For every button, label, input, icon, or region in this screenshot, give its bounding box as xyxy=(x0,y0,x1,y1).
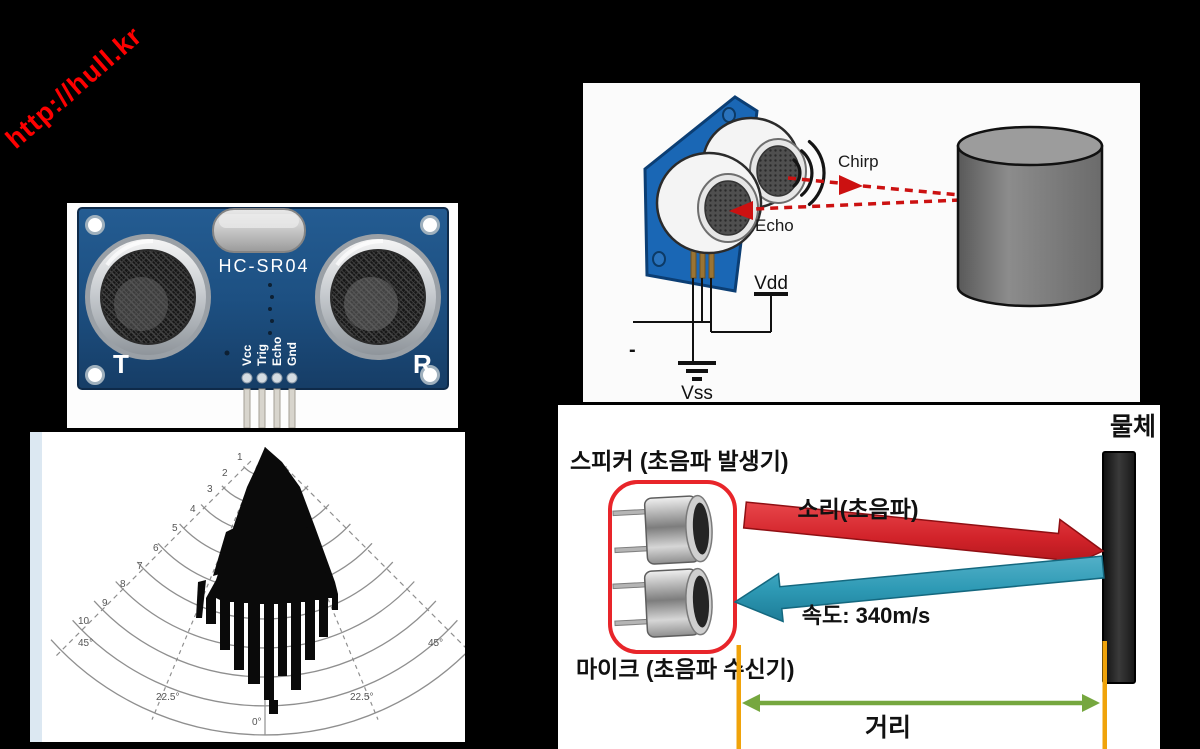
speaker-transducer xyxy=(612,494,713,565)
angle-label-right-45: 45° xyxy=(428,638,443,649)
chirp-label: Chirp xyxy=(838,152,879,171)
sensor-photo-panel: HC-SR04 Vcc Trig Echo Gnd T R xyxy=(67,203,458,428)
ring-label: 3 xyxy=(207,484,213,495)
via-dots xyxy=(224,283,274,356)
beam-pattern-panel: 1 2 3 4 5 6 7 8 9 10 45° 45° 22.5° 22.5°… xyxy=(30,432,465,742)
sensor-photo-drawing: HC-SR04 Vcc Trig Echo Gnd T R xyxy=(77,207,449,428)
minus-label: - xyxy=(629,339,636,361)
pin xyxy=(273,388,281,428)
ring-label: 6 xyxy=(153,543,159,554)
receiver-transducer xyxy=(315,234,441,360)
pin xyxy=(612,508,648,517)
pin-label-vcc: Vcc xyxy=(240,344,254,366)
ring-label: 2 xyxy=(222,468,228,479)
screw-hole-icon xyxy=(420,365,440,385)
circuit-wires xyxy=(633,278,772,363)
pin-label-gnd: Gnd xyxy=(285,342,299,366)
chirp-arrow xyxy=(787,175,961,197)
transducer-bottom xyxy=(655,151,763,255)
transmitter-label: T xyxy=(113,349,129,379)
speed-arrow xyxy=(733,555,1105,623)
speaker-label: 스피커 (초음파 발생기) xyxy=(570,448,789,474)
crystal-highlight xyxy=(219,214,299,228)
board-model-label: HC-SR04 xyxy=(218,256,309,276)
screw-holes xyxy=(85,215,440,385)
beam-lobe xyxy=(206,447,338,700)
transmitter-transducer xyxy=(85,234,211,360)
pin-label-trig: Trig xyxy=(255,344,269,366)
pin xyxy=(288,388,296,428)
ring-label: 7 xyxy=(137,561,143,572)
angle-label-left-45: 45° xyxy=(78,638,93,649)
ring-label: 8 xyxy=(120,579,126,590)
chirp-diagram-panel: Chirp Echo Vdd Vss - xyxy=(583,83,1140,402)
scan-edge-tint xyxy=(30,432,42,742)
vdd-label: Vdd xyxy=(754,273,788,294)
receiver-label: R xyxy=(413,349,432,379)
transducer-pair-outline xyxy=(608,480,737,654)
angle-label-center: 0° xyxy=(252,717,262,728)
pin-label-echo: Echo xyxy=(270,337,284,366)
ring-label: 5 xyxy=(172,523,178,534)
distance-diagram-drawing: 물체 스피커 (초음파 발생기) 마이크 (초음파 수신기) 소리(초음파) 속… xyxy=(570,413,1156,749)
object-label: 물체 xyxy=(1110,413,1156,441)
vss-label: Vss xyxy=(681,383,713,402)
angle-label-left-225: 22.5° xyxy=(156,692,179,703)
watermark-text: http://hull.kr xyxy=(0,20,148,155)
sound-wave-arcs-icon xyxy=(792,140,826,206)
angle-labels: 45° 45° 22.5° 22.5° 0° xyxy=(78,638,443,728)
site-watermark: http://hull.kr xyxy=(0,20,148,155)
ring-label: 9 xyxy=(102,598,108,609)
distance-marker-right xyxy=(1102,641,1107,749)
sensor-pins xyxy=(243,388,296,428)
sound-label: 소리(초음파) xyxy=(797,496,918,522)
ring-labels: 1 2 3 4 5 6 7 8 9 10 xyxy=(78,452,243,627)
ring-label: 4 xyxy=(190,504,196,515)
angle-label-right-225: 22.5° xyxy=(350,692,373,703)
mic-label: 마이크 (초음파 수신기) xyxy=(576,656,795,682)
ring-label: 1 xyxy=(237,452,243,463)
board-hole-icon xyxy=(652,251,666,267)
target-cylinder xyxy=(956,125,1104,308)
distance-diagram-panel: 물체 스피커 (초음파 발생기) 마이크 (초음파 수신기) 소리(초음파) 속… xyxy=(558,405,1160,749)
vdd-symbol: Vdd xyxy=(754,273,788,296)
distance-arrow xyxy=(742,694,1100,712)
screw-hole-icon xyxy=(85,215,105,235)
ring-label: 10 xyxy=(78,616,90,627)
screw-hole-icon xyxy=(420,215,440,235)
ground-symbol-icon xyxy=(678,361,716,381)
solder-pads xyxy=(241,372,298,384)
object-bar xyxy=(1102,451,1136,684)
side-lobes xyxy=(196,527,327,714)
pin xyxy=(243,388,251,428)
chirp-diagram-drawing: Chirp Echo Vdd Vss - xyxy=(629,95,1104,402)
pin xyxy=(258,388,266,428)
distance-marker-left xyxy=(736,645,741,749)
beam-pattern-plot: 1 2 3 4 5 6 7 8 9 10 45° 45° 22.5° 22.5°… xyxy=(30,432,465,742)
speed-label: 속도: 340m/s xyxy=(802,603,931,628)
echo-arrow xyxy=(729,198,961,220)
pin xyxy=(614,545,650,554)
echo-label: Echo xyxy=(755,216,794,235)
distance-label: 거리 xyxy=(865,714,911,742)
pin-silkscreen: Vcc Trig Echo Gnd xyxy=(240,337,299,366)
mic-transducer xyxy=(612,567,713,638)
screw-hole-icon xyxy=(85,365,105,385)
pin xyxy=(614,618,650,627)
pin xyxy=(612,581,648,590)
